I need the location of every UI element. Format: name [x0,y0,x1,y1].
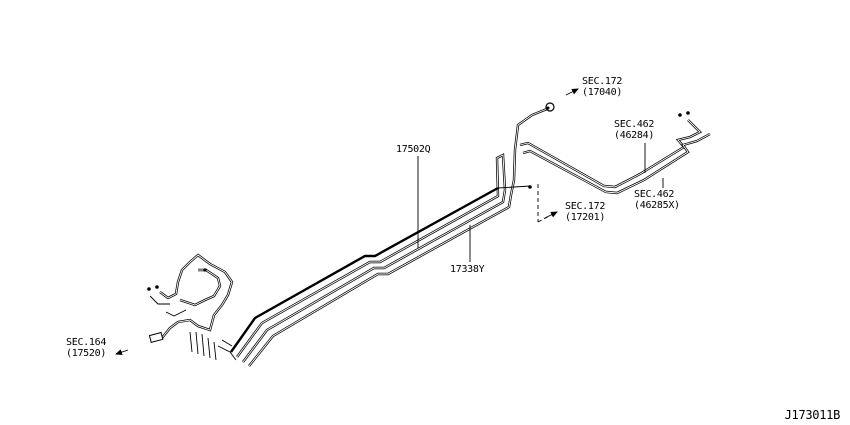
fuel-tube-17502q [236,107,548,367]
sec-172-lower-number: (17201) [565,212,605,223]
sec-462-lower-label: SEC.462 [634,189,674,200]
sec-462-upper-label: SEC.462 [614,119,654,130]
leader-lines [115,88,664,355]
drawing-number: J173011B [785,408,840,422]
sec-462-upper-number: (46284) [614,130,654,141]
sec-172-upper-number: (17040) [582,87,622,98]
part-number-17338y: 17338Y [450,264,485,275]
sec-172-upper-label: SEC.172 [582,76,622,87]
sec-164-label: SEC.164 [66,337,106,348]
part-number-17502q: 17502Q [396,144,431,155]
left-tube-assembly [147,253,237,361]
fuel-tube-17338y [230,119,711,353]
sec-164-number: (17520) [66,348,106,359]
sec-462-lower-number: (46285X) [634,200,680,211]
sec-172-lower-label: SEC.172 [565,201,605,212]
